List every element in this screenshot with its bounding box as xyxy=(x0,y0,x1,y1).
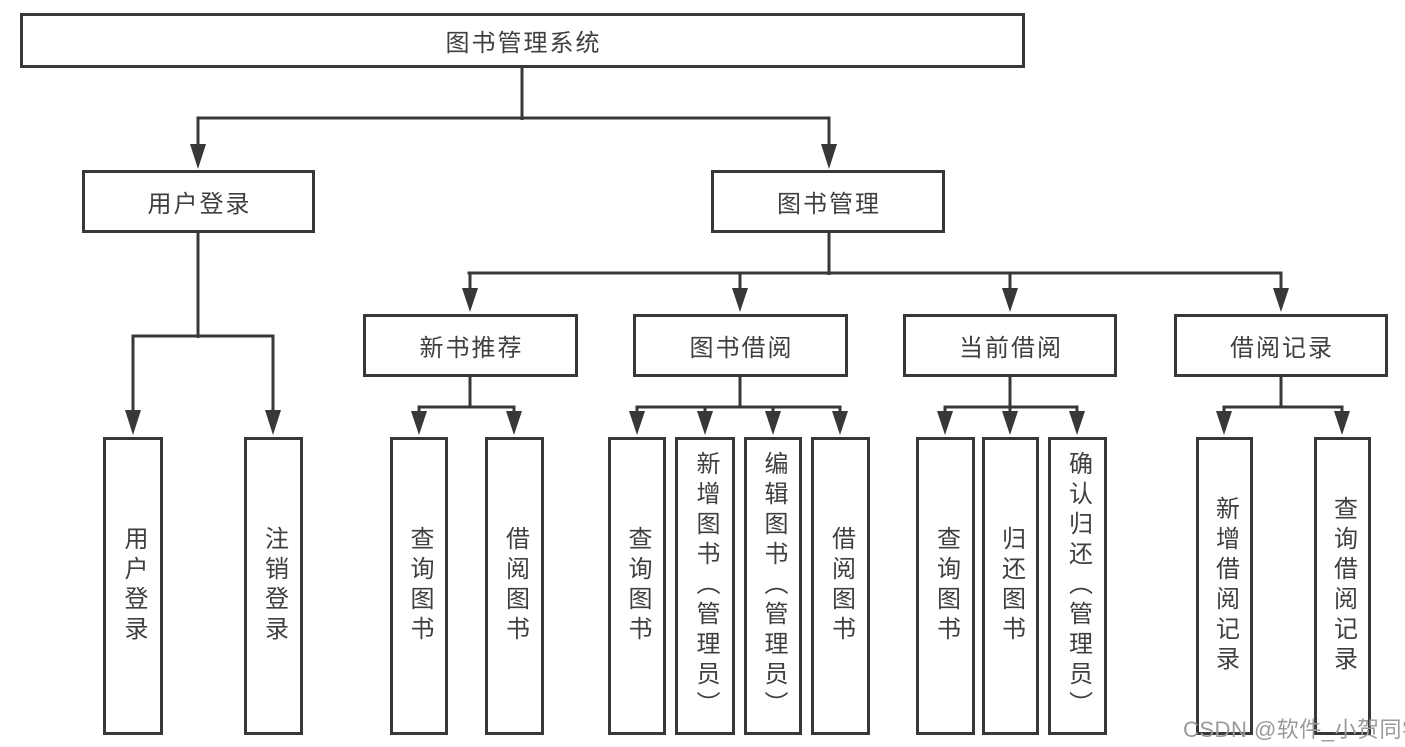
leaf-edit-book-admin: 编辑图书（管理员） xyxy=(744,437,802,735)
node-book-borrowing-label: 图书借阅 xyxy=(689,335,794,362)
node-user-login: 用户登录 xyxy=(82,170,315,233)
node-borrowing-records-label: 借阅记录 xyxy=(1230,335,1334,362)
leaf-query-borrow-record: 查询借阅记录 xyxy=(1314,437,1371,735)
leaf-confirm-return-admin: 确认归还（管理员） xyxy=(1048,437,1107,735)
leaf-return-book: 归还图书 xyxy=(982,437,1039,735)
leaf-user-login: 用户登录 xyxy=(103,437,163,735)
leaf-query-books-borrow: 查询图书 xyxy=(608,437,666,735)
leaf-borrow-books: 借阅图书 xyxy=(811,437,870,735)
node-book-management: 图书管理 xyxy=(711,170,945,233)
node-borrowing-records: 借阅记录 xyxy=(1174,314,1388,377)
node-root-label: 图书管理系统 xyxy=(445,30,602,57)
node-book-borrowing: 图书借阅 xyxy=(633,314,848,377)
node-new-book-recommendation: 新书推荐 xyxy=(363,314,578,377)
leaf-borrow-books-recommend: 借阅图书 xyxy=(485,437,544,735)
node-current-borrowing-label: 当前借阅 xyxy=(959,335,1063,362)
node-new-book-recommendation-label: 新书推荐 xyxy=(419,335,524,362)
leaf-logout: 注销登录 xyxy=(244,437,303,735)
leaf-query-books-recommend: 查询图书 xyxy=(390,437,448,735)
node-root-library-system: 图书管理系统 xyxy=(20,13,1025,68)
leaf-add-book-admin: 新增图书（管理员） xyxy=(675,437,735,735)
leaf-query-books-current: 查询图书 xyxy=(916,437,975,735)
node-user-login-label: 用户登录 xyxy=(147,191,252,218)
csdn-watermark: CSDN @软件_小贺同学 xyxy=(1183,717,1405,742)
leaf-add-borrow-record: 新增借阅记录 xyxy=(1196,437,1253,735)
node-book-management-label: 图书管理 xyxy=(777,191,881,218)
node-current-borrowing: 当前借阅 xyxy=(903,314,1117,377)
